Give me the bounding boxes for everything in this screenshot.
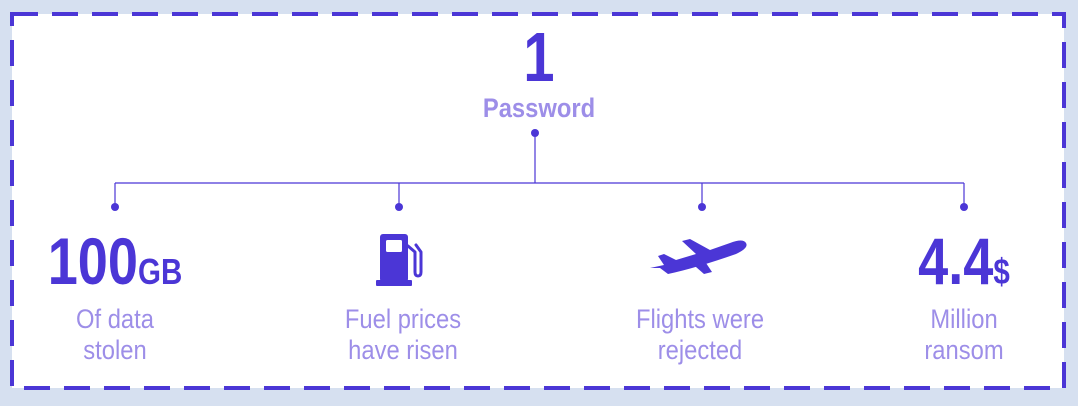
data-stolen-unit: GB — [138, 251, 183, 292]
node-dot-3 — [698, 203, 706, 211]
infographic-card — [12, 14, 1064, 388]
node-dot-2 — [395, 203, 403, 211]
password-count: 1 — [523, 18, 555, 96]
data-stolen-caption: Of data stolen — [76, 304, 154, 365]
ransom-caption: Million ransom — [924, 304, 1004, 365]
ransom-unit: $ — [993, 251, 1010, 292]
flights-caption: Flights were rejected — [635, 304, 765, 365]
password-label: Password — [482, 93, 596, 123]
node-dot-4 — [960, 203, 968, 211]
ransom-value: 4.4$ — [918, 224, 1010, 298]
data-stolen-value: 100GB — [47, 224, 183, 298]
fuel-pump-icon — [376, 234, 423, 286]
fuel-prices-caption: Fuel prices have risen — [344, 304, 462, 365]
node-dot-1 — [111, 203, 119, 211]
airplane-icon — [650, 239, 747, 274]
node-dot-top — [531, 129, 539, 137]
